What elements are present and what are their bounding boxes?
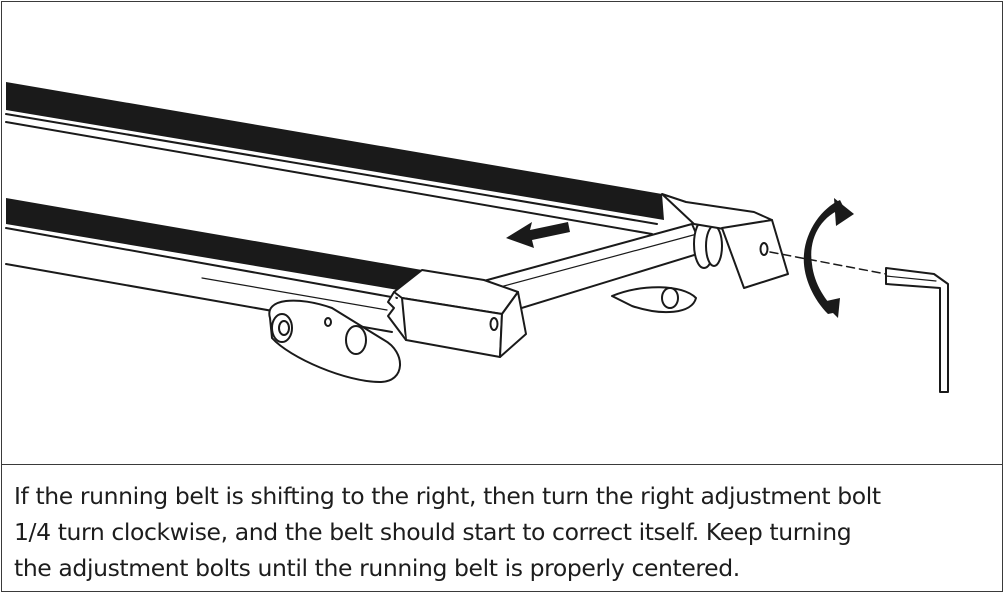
far-side-rail <box>5 82 664 235</box>
caption-line: If the running belt is shifting to the r… <box>14 482 881 510</box>
instruction-caption: If the running belt is shifting to the r… <box>14 478 994 586</box>
allen-wrench-icon <box>885 267 949 393</box>
alignment-dashed-line <box>769 251 887 275</box>
treadmill-belt-adjustment-illustration <box>5 82 949 393</box>
caption-divider <box>2 464 1002 465</box>
near-wheel-foot <box>268 299 401 383</box>
caption-line: 1/4 turn clockwise, and the belt should … <box>14 518 852 546</box>
belt-direction-arrow-icon <box>506 222 570 248</box>
near-side-rail <box>5 198 422 333</box>
clockwise-rotation-arrow-icon <box>803 198 854 318</box>
caption-line: the adjustment bolts until the running b… <box>14 554 740 582</box>
near-end-cap <box>387 269 527 358</box>
far-wheel-foot <box>611 286 697 314</box>
far-end-cap <box>661 193 789 289</box>
